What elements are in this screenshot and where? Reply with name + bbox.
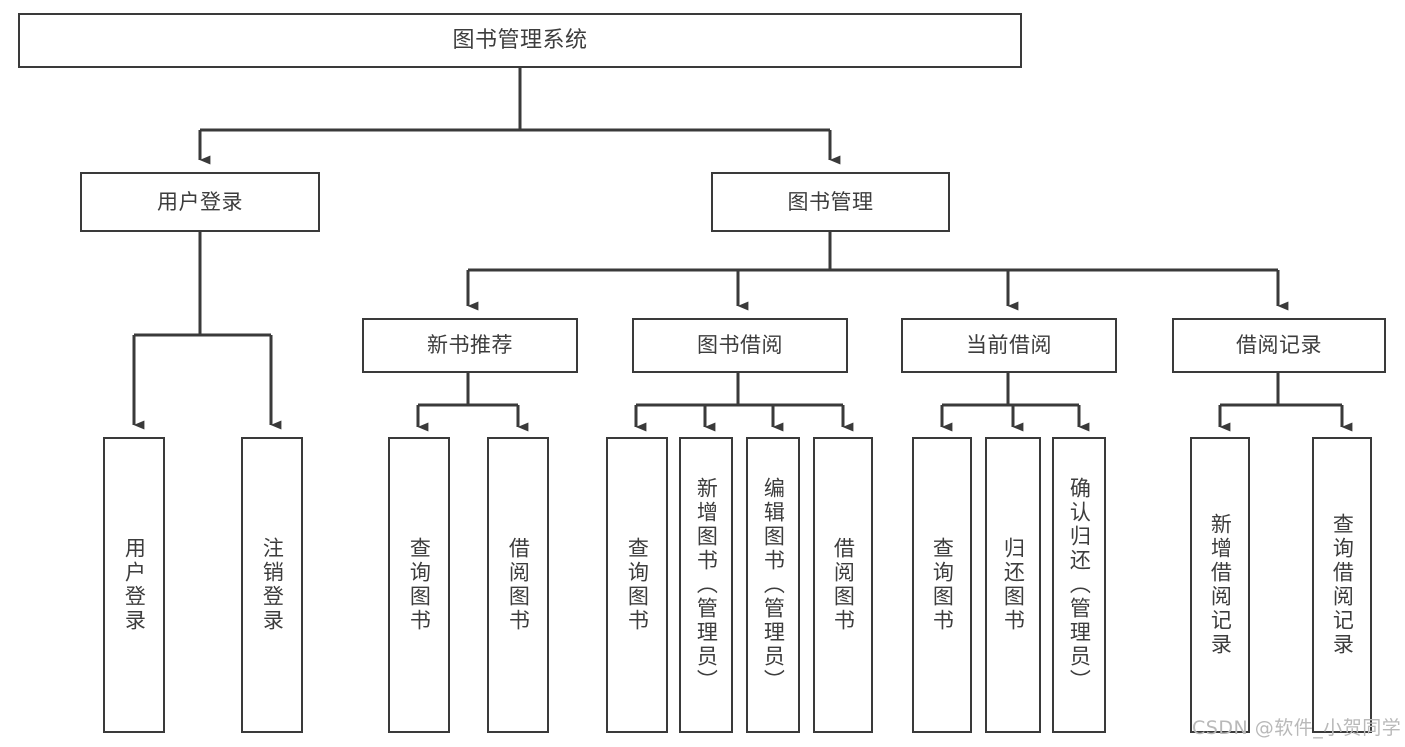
- node-label: 借阅图书: [506, 537, 531, 633]
- node-label: 图书借阅: [697, 333, 783, 358]
- node-label: 注销登录: [260, 537, 285, 633]
- node-user-login[interactable]: 用户登录: [80, 172, 320, 232]
- node-label: 图书管理系统: [452, 27, 588, 53]
- node-leaf-logout[interactable]: 注销登录: [241, 437, 303, 733]
- node-leaf-borrow-book[interactable]: 借阅图书: [813, 437, 873, 733]
- node-leaf-user-login[interactable]: 用户登录: [103, 437, 165, 733]
- node-borrow-record[interactable]: 借阅记录: [1172, 318, 1386, 373]
- node-label: 图书管理: [787, 189, 874, 214]
- node-leaf-add-book-admin[interactable]: 新增图书（管理员）: [679, 437, 733, 733]
- node-label: 查询图书: [407, 537, 432, 633]
- node-root-book-management-system[interactable]: 图书管理系统: [18, 13, 1022, 68]
- node-leaf-query-book-recommend[interactable]: 查询图书: [388, 437, 450, 733]
- node-label: 当前借阅: [966, 333, 1052, 358]
- node-label: 新增图书（管理员）: [694, 477, 719, 693]
- node-label: 新书推荐: [427, 333, 513, 358]
- node-label: 查询图书: [930, 537, 955, 633]
- node-label: 查询图书: [625, 537, 650, 633]
- node-leaf-query-book-current[interactable]: 查询图书: [912, 437, 972, 733]
- node-label: 用户登录: [157, 189, 243, 214]
- node-leaf-borrow-book-recommend[interactable]: 借阅图书: [487, 437, 549, 733]
- node-leaf-query-book-borrow[interactable]: 查询图书: [606, 437, 668, 733]
- node-new-book-recommend[interactable]: 新书推荐: [362, 318, 578, 373]
- node-leaf-add-borrow-record[interactable]: 新增借阅记录: [1190, 437, 1250, 733]
- node-label: 借阅记录: [1236, 333, 1322, 358]
- node-label: 查询借阅记录: [1330, 513, 1355, 657]
- node-label: 确认归还（管理员）: [1067, 477, 1092, 693]
- node-label: 编辑图书（管理员）: [761, 477, 786, 693]
- node-leaf-query-borrow-record[interactable]: 查询借阅记录: [1312, 437, 1372, 733]
- node-label: 借阅图书: [831, 537, 856, 633]
- node-leaf-return-book[interactable]: 归还图书: [985, 437, 1041, 733]
- node-leaf-edit-book-admin[interactable]: 编辑图书（管理员）: [746, 437, 800, 733]
- node-book-management[interactable]: 图书管理: [711, 172, 950, 232]
- node-label: 新增借阅记录: [1208, 513, 1233, 657]
- node-current-borrow[interactable]: 当前借阅: [901, 318, 1117, 373]
- node-book-borrow[interactable]: 图书借阅: [632, 318, 848, 373]
- node-label: 用户登录: [122, 537, 147, 633]
- node-leaf-confirm-return-admin[interactable]: 确认归还（管理员）: [1052, 437, 1106, 733]
- node-label: 归还图书: [1001, 537, 1026, 633]
